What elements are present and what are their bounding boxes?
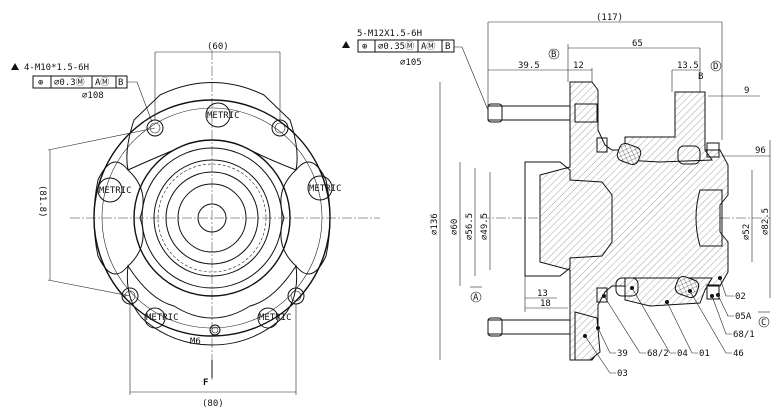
datum-d-marker xyxy=(710,60,722,72)
dim-13: 13 xyxy=(537,289,548,299)
svg-text:03: 03 xyxy=(617,369,628,379)
part-label-01: 01 xyxy=(665,300,710,359)
view-f-label: F xyxy=(203,378,208,388)
svg-text:B: B xyxy=(551,50,556,60)
dim-60: (60) xyxy=(207,42,229,52)
metric-stamp: METRIC xyxy=(97,177,132,203)
svg-text:METRIC: METRIC xyxy=(309,184,342,194)
datum-a-marker xyxy=(470,291,482,303)
dim-96: 96 xyxy=(755,146,766,156)
svg-text:METRIC: METRIC xyxy=(99,186,132,196)
part-label-04: 04 xyxy=(630,286,688,359)
datum-b-marker xyxy=(548,48,560,60)
svg-text:∅0.35Ⓜ: ∅0.35Ⓜ xyxy=(378,41,414,52)
svg-text:D: D xyxy=(713,62,718,72)
svg-text:AⓂ: AⓂ xyxy=(95,77,109,88)
part-label-03: 03 xyxy=(583,334,628,379)
dia-82-5: ∅82.5 xyxy=(761,208,771,235)
dia-136: ∅136 xyxy=(430,213,440,235)
dim-18: 18 xyxy=(540,299,551,309)
dia-56-5: ∅56.5 xyxy=(465,213,475,240)
part-label-46: 46 xyxy=(688,289,744,359)
dia-60: ∅60 xyxy=(450,219,460,235)
datum-c-marker xyxy=(758,316,770,328)
dim-81-8: (81.8) xyxy=(37,185,47,218)
svg-text:68/2: 68/2 xyxy=(647,349,669,359)
svg-text:C: C xyxy=(761,318,766,328)
svg-text:68/1: 68/1 xyxy=(733,330,755,340)
svg-text:⊕: ⊕ xyxy=(362,42,367,52)
part-label-02: 02 xyxy=(718,276,746,302)
dia-49-5: ∅49.5 xyxy=(480,213,490,240)
svg-text:02: 02 xyxy=(735,292,746,302)
wheel-stud xyxy=(487,103,598,123)
pcd-label: ∅108 xyxy=(82,91,104,101)
svg-text:METRIC: METRIC xyxy=(207,111,240,121)
rolling-element xyxy=(615,277,639,297)
metric-stamp: METRIC xyxy=(257,307,292,329)
thread-callout: 5-M12X1.5-6H xyxy=(357,29,422,39)
rolling-element xyxy=(674,275,700,299)
svg-text:B: B xyxy=(118,78,123,88)
svg-text:METRIC: METRIC xyxy=(259,313,292,323)
metric-stamp: METRIC xyxy=(144,307,179,329)
m6-hole xyxy=(209,324,221,336)
svg-text:B: B xyxy=(445,42,450,52)
dia-52: ∅52 xyxy=(742,224,752,240)
svg-text:01: 01 xyxy=(699,349,710,359)
section-view: (117) 65 39.5 12 13.5 B B D 9 96 ∅136 ∅6… xyxy=(342,13,771,379)
dim-13-5: 13.5 xyxy=(677,61,699,71)
svg-text:METRIC: METRIC xyxy=(146,313,179,323)
dim-117: (117) xyxy=(596,13,623,23)
svg-text:A: A xyxy=(473,293,479,303)
datum-b-label: B xyxy=(698,72,703,82)
dim-12: 12 xyxy=(573,61,584,71)
rolling-element xyxy=(616,142,642,166)
front-view: METRIC METRIC METRIC METRIC METRIC (60) … xyxy=(11,42,380,409)
part-label-39: 39 xyxy=(596,326,628,359)
dim-9: 9 xyxy=(744,86,749,96)
metric-stamp: METRIC xyxy=(205,102,240,128)
thread-callout: 4-M10*1.5-6H xyxy=(24,63,89,73)
dim-80: (80) xyxy=(202,399,224,409)
svg-text:∅0.3Ⓜ: ∅0.3Ⓜ xyxy=(54,77,85,88)
part-label-68-2: 68/2 xyxy=(602,294,669,359)
svg-text:46: 46 xyxy=(733,349,744,359)
wheel-stud xyxy=(487,311,601,361)
tolerance-frame: ⊕ ∅0.35Ⓜ AⓂ B xyxy=(357,39,455,53)
svg-text:AⓂ: AⓂ xyxy=(421,41,435,52)
svg-text:05A: 05A xyxy=(735,312,752,322)
svg-text:39: 39 xyxy=(617,349,628,359)
dim-65: 65 xyxy=(632,39,643,49)
m6-label: M6 xyxy=(190,337,201,347)
metric-stamp: METRIC xyxy=(307,175,342,201)
tolerance-frame: ⊕ ∅0.3Ⓜ AⓂ B xyxy=(32,75,128,89)
part-label-68-1: 68/1 xyxy=(710,294,755,340)
svg-text:04: 04 xyxy=(677,349,688,359)
svg-text:⊕: ⊕ xyxy=(38,78,43,88)
part-label-05a: 05A xyxy=(716,293,752,322)
pcd-label: ∅105 xyxy=(400,58,422,68)
dim-39-5: 39.5 xyxy=(518,61,540,71)
rolling-element xyxy=(677,145,701,165)
